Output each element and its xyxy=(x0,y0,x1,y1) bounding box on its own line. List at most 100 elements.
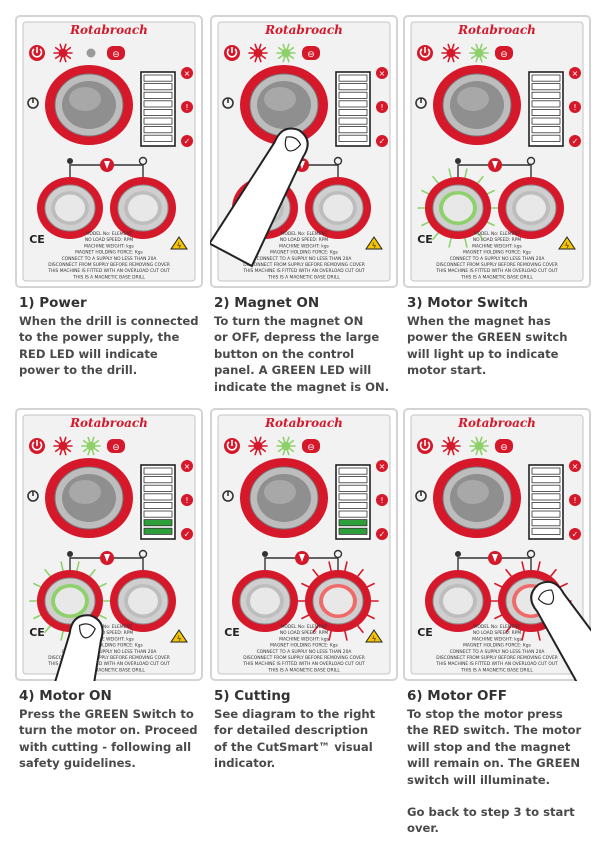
step-title: 5) Cutting xyxy=(214,688,291,704)
magnet-led xyxy=(474,48,484,58)
plate-text: MAGNET HOLDING FORCE: Kgs xyxy=(270,643,338,649)
svg-text:ϟ: ϟ xyxy=(177,635,182,643)
electric-warning-icon xyxy=(170,236,188,250)
plate-text: THIS IS A MAGNETIC BASE DRILL xyxy=(72,667,145,673)
magnet-button[interactable] xyxy=(240,65,328,145)
motor-stop-button[interactable] xyxy=(305,177,371,239)
power-led xyxy=(446,441,456,451)
plate-text: MACHINE WEIGHT: kgs xyxy=(84,636,134,642)
cutsmart-indicator xyxy=(140,464,176,540)
plate-text: DISCONNECT FROM SUPPLY BEFORE REMOVING C… xyxy=(48,655,170,661)
warning-circle-icon xyxy=(181,101,193,113)
plate-text: NO LOAD SPEED: RPM xyxy=(280,237,329,243)
plate-text: CONNECT TO A SUPPLY NO LESS THAN 20A xyxy=(450,256,545,262)
plate-text: CONNECT TO A SUPPLY NO LESS THAN 20A xyxy=(257,649,352,655)
svg-text:⊖: ⊖ xyxy=(500,50,508,60)
finger-icon xyxy=(210,127,309,268)
svg-text:!: ! xyxy=(380,496,383,505)
power-led xyxy=(253,441,263,451)
svg-text:!: ! xyxy=(185,496,188,505)
magnet-led xyxy=(86,441,96,451)
brand-logo: Rotabroach xyxy=(457,416,536,430)
step-description: See diagram to the right for detailed de… xyxy=(214,707,376,771)
ce-mark: CE xyxy=(417,626,433,639)
plate-text: NO LOAD SPEED: RPM xyxy=(473,237,522,243)
step-description: To stop the motor press the RED switch. … xyxy=(407,707,582,787)
svg-text:⊖: ⊖ xyxy=(307,50,315,60)
plate-text: CONNECT TO A SUPPLY NO LESS THAN 20A xyxy=(257,256,352,262)
svg-text:ϟ: ϟ xyxy=(565,242,570,250)
plate-text: MODEL No: ELEMENT xyxy=(474,231,521,237)
electric-warning-icon xyxy=(365,629,383,643)
electric-warning-icon xyxy=(170,629,188,643)
step-6-caption: 6) Motor OFF To stop the motor press the… xyxy=(407,688,595,837)
step-3-caption: 3) Motor Switch When the magnet has powe… xyxy=(407,295,595,379)
magnet-icon xyxy=(302,439,320,453)
cutsmart-indicator xyxy=(140,71,176,147)
plate-text: NO LOAD SPEED: RPM xyxy=(473,630,522,636)
plate-text: DISCONNECT FROM SUPPLY BEFORE REMOVING C… xyxy=(48,262,170,268)
motor-stop-button[interactable] xyxy=(297,561,379,641)
motor-start-button[interactable] xyxy=(417,168,499,248)
motor-stop-button[interactable] xyxy=(498,177,564,239)
svg-text:×: × xyxy=(184,69,191,78)
power-led xyxy=(58,48,68,58)
svg-text:!: ! xyxy=(573,103,576,112)
step-title: 1) Power xyxy=(19,295,87,311)
plate-text: MAGNET HOLDING FORCE: Kgs xyxy=(463,250,531,256)
magnet-led xyxy=(281,441,291,451)
electric-warning-icon xyxy=(558,236,576,250)
plate-text: NO LOAD SPEED: RPM xyxy=(280,630,329,636)
svg-text:×: × xyxy=(184,462,191,471)
warning-circle-icon xyxy=(569,494,581,506)
step-description: To turn the magnet ON or OFF, depress th… xyxy=(214,314,390,394)
step-5-caption: 5) Cutting See diagram to the right for … xyxy=(214,688,402,772)
plate-text: DISCONNECT FROM SUPPLY BEFORE REMOVING C… xyxy=(243,655,365,661)
plate-text: THIS IS A MAGNETIC BASE DRILL xyxy=(460,667,533,673)
check-circle-icon xyxy=(376,528,388,540)
svg-text:✓: ✓ xyxy=(379,530,386,539)
motor-start-button[interactable] xyxy=(29,561,111,641)
svg-text:×: × xyxy=(572,69,579,78)
check-circle-icon xyxy=(181,528,193,540)
motor-stop-button[interactable] xyxy=(110,570,176,632)
svg-text:ϟ: ϟ xyxy=(372,242,377,250)
finger-icon xyxy=(33,614,104,681)
svg-text:✓: ✓ xyxy=(184,530,191,539)
ce-mark: CE xyxy=(29,233,45,246)
cutsmart-indicator xyxy=(335,71,371,147)
magnet-led xyxy=(474,441,484,451)
magnet-button[interactable] xyxy=(240,458,328,538)
magnet-button[interactable] xyxy=(45,65,133,145)
cutsmart-indicator xyxy=(528,464,564,540)
motor-start-button[interactable] xyxy=(425,570,491,632)
plate-text: CONNECT TO A SUPPLY NO LESS THAN 20A xyxy=(450,649,545,655)
plate-text: DISCONNECT FROM SUPPLY BEFORE REMOVING C… xyxy=(243,262,365,268)
magnet-button[interactable] xyxy=(45,458,133,538)
warning-circle-icon xyxy=(569,101,581,113)
plate-text: THIS MACHINE IS FITTED WITH AN OVERLOAD … xyxy=(242,268,365,274)
indicator-row: ⊖ xyxy=(29,43,125,63)
step-title: 6) Motor OFF xyxy=(407,688,507,704)
close-circle-icon xyxy=(181,460,193,472)
plate-text: MACHINE WEIGHT: kgs xyxy=(279,243,329,249)
svg-text:⊖: ⊖ xyxy=(112,443,120,453)
step-note: Go back to step 3 to start over. xyxy=(407,805,575,836)
plate-text: DISCONNECT FROM SUPPLY BEFORE REMOVING C… xyxy=(436,655,558,661)
motor-start-button[interactable] xyxy=(37,177,103,239)
cutsmart-indicator xyxy=(528,71,564,147)
magnet-icon xyxy=(495,439,513,453)
svg-text:✓: ✓ xyxy=(184,137,191,146)
motor-start-button[interactable] xyxy=(232,570,298,632)
magnet-button[interactable] xyxy=(433,65,521,145)
power-led xyxy=(446,48,456,58)
plate-text: THIS MACHINE IS FITTED WITH AN OVERLOAD … xyxy=(47,268,170,274)
magnet-button[interactable] xyxy=(433,458,521,538)
motor-stop-button[interactable] xyxy=(110,177,176,239)
plate-text: THIS MACHINE IS FITTED WITH AN OVERLOAD … xyxy=(47,661,170,667)
